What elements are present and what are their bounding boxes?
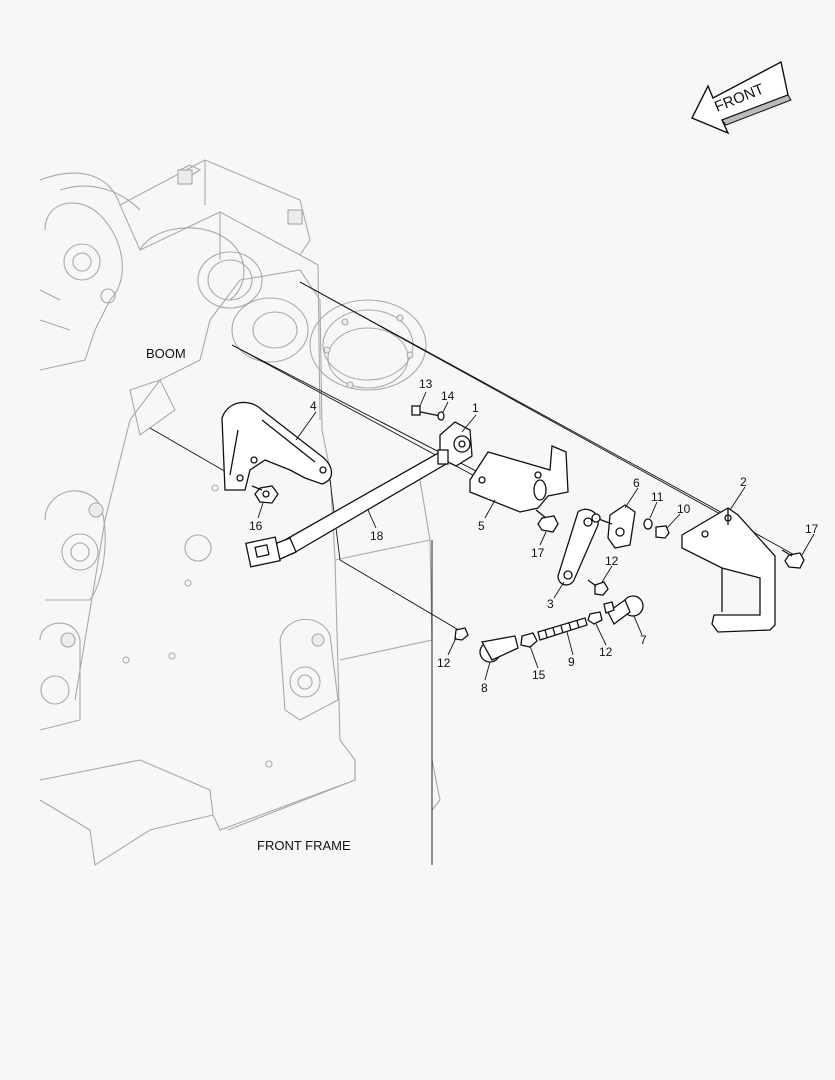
callout-1: 1: [472, 401, 479, 415]
callout-4: 4: [310, 399, 317, 413]
callout-10: 10: [677, 502, 691, 516]
nut-part-12-middle: [587, 611, 603, 625]
callout-12-middle: 12: [599, 645, 613, 659]
callout-17-right: 17: [805, 522, 819, 536]
callout-12-upper: 12: [605, 554, 619, 568]
alignment-lines: [149, 281, 801, 865]
bolt-part-10: [655, 525, 670, 539]
callout-7: 7: [640, 633, 647, 647]
nut-part-12-lower: [454, 627, 469, 641]
screw-part-13: [411, 405, 441, 417]
nut-part-12-upper: [587, 579, 609, 596]
bolt-part-16: [251, 485, 279, 504]
clamp-part-6: [591, 504, 636, 549]
front-frame-label: FRONT FRAME: [257, 838, 351, 853]
bolt-part-17-left: [535, 509, 559, 533]
lock-nut-part-15: [520, 632, 538, 648]
callout-numbers: 1 2 3 4 5 6 7 8 9 10 11 12 12 12 13 14 1…: [249, 377, 819, 695]
threaded-rod-part-9: [537, 617, 588, 641]
callout-12-lower: 12: [437, 656, 451, 670]
callout-9: 9: [568, 655, 575, 669]
bolt-part-17-right: [781, 549, 805, 569]
washer-part-11: [643, 518, 653, 530]
machine-structure: [39, 159, 441, 866]
boom-label: BOOM: [146, 346, 186, 361]
leader-lines: [257, 391, 815, 681]
callout-11: 11: [651, 490, 664, 504]
callout-15: 15: [532, 668, 546, 682]
link-arm-part-3: [557, 508, 599, 586]
callout-16: 16: [249, 519, 263, 533]
front-arrow-icon: FRONT: [691, 60, 792, 135]
sensor-bracket-part-4: [221, 401, 333, 491]
callout-6: 6: [633, 476, 640, 490]
callout-17-left: 17: [531, 546, 545, 560]
callout-3: 3: [547, 597, 554, 611]
harness-part-18: [245, 451, 447, 568]
cover-bracket-part-2: [681, 507, 776, 633]
callout-2: 2: [740, 475, 747, 489]
callout-8: 8: [481, 681, 488, 695]
ball-joint-part-7: [603, 595, 644, 625]
ball-joint-part-8: [479, 635, 519, 663]
callout-13: 13: [419, 377, 433, 391]
sensor-part-1: [437, 421, 473, 467]
washer-part-14: [437, 411, 445, 421]
mounting-bracket-part-5: [469, 445, 569, 513]
callout-18: 18: [370, 529, 384, 543]
callout-5: 5: [478, 519, 485, 533]
callout-14: 14: [441, 389, 455, 403]
